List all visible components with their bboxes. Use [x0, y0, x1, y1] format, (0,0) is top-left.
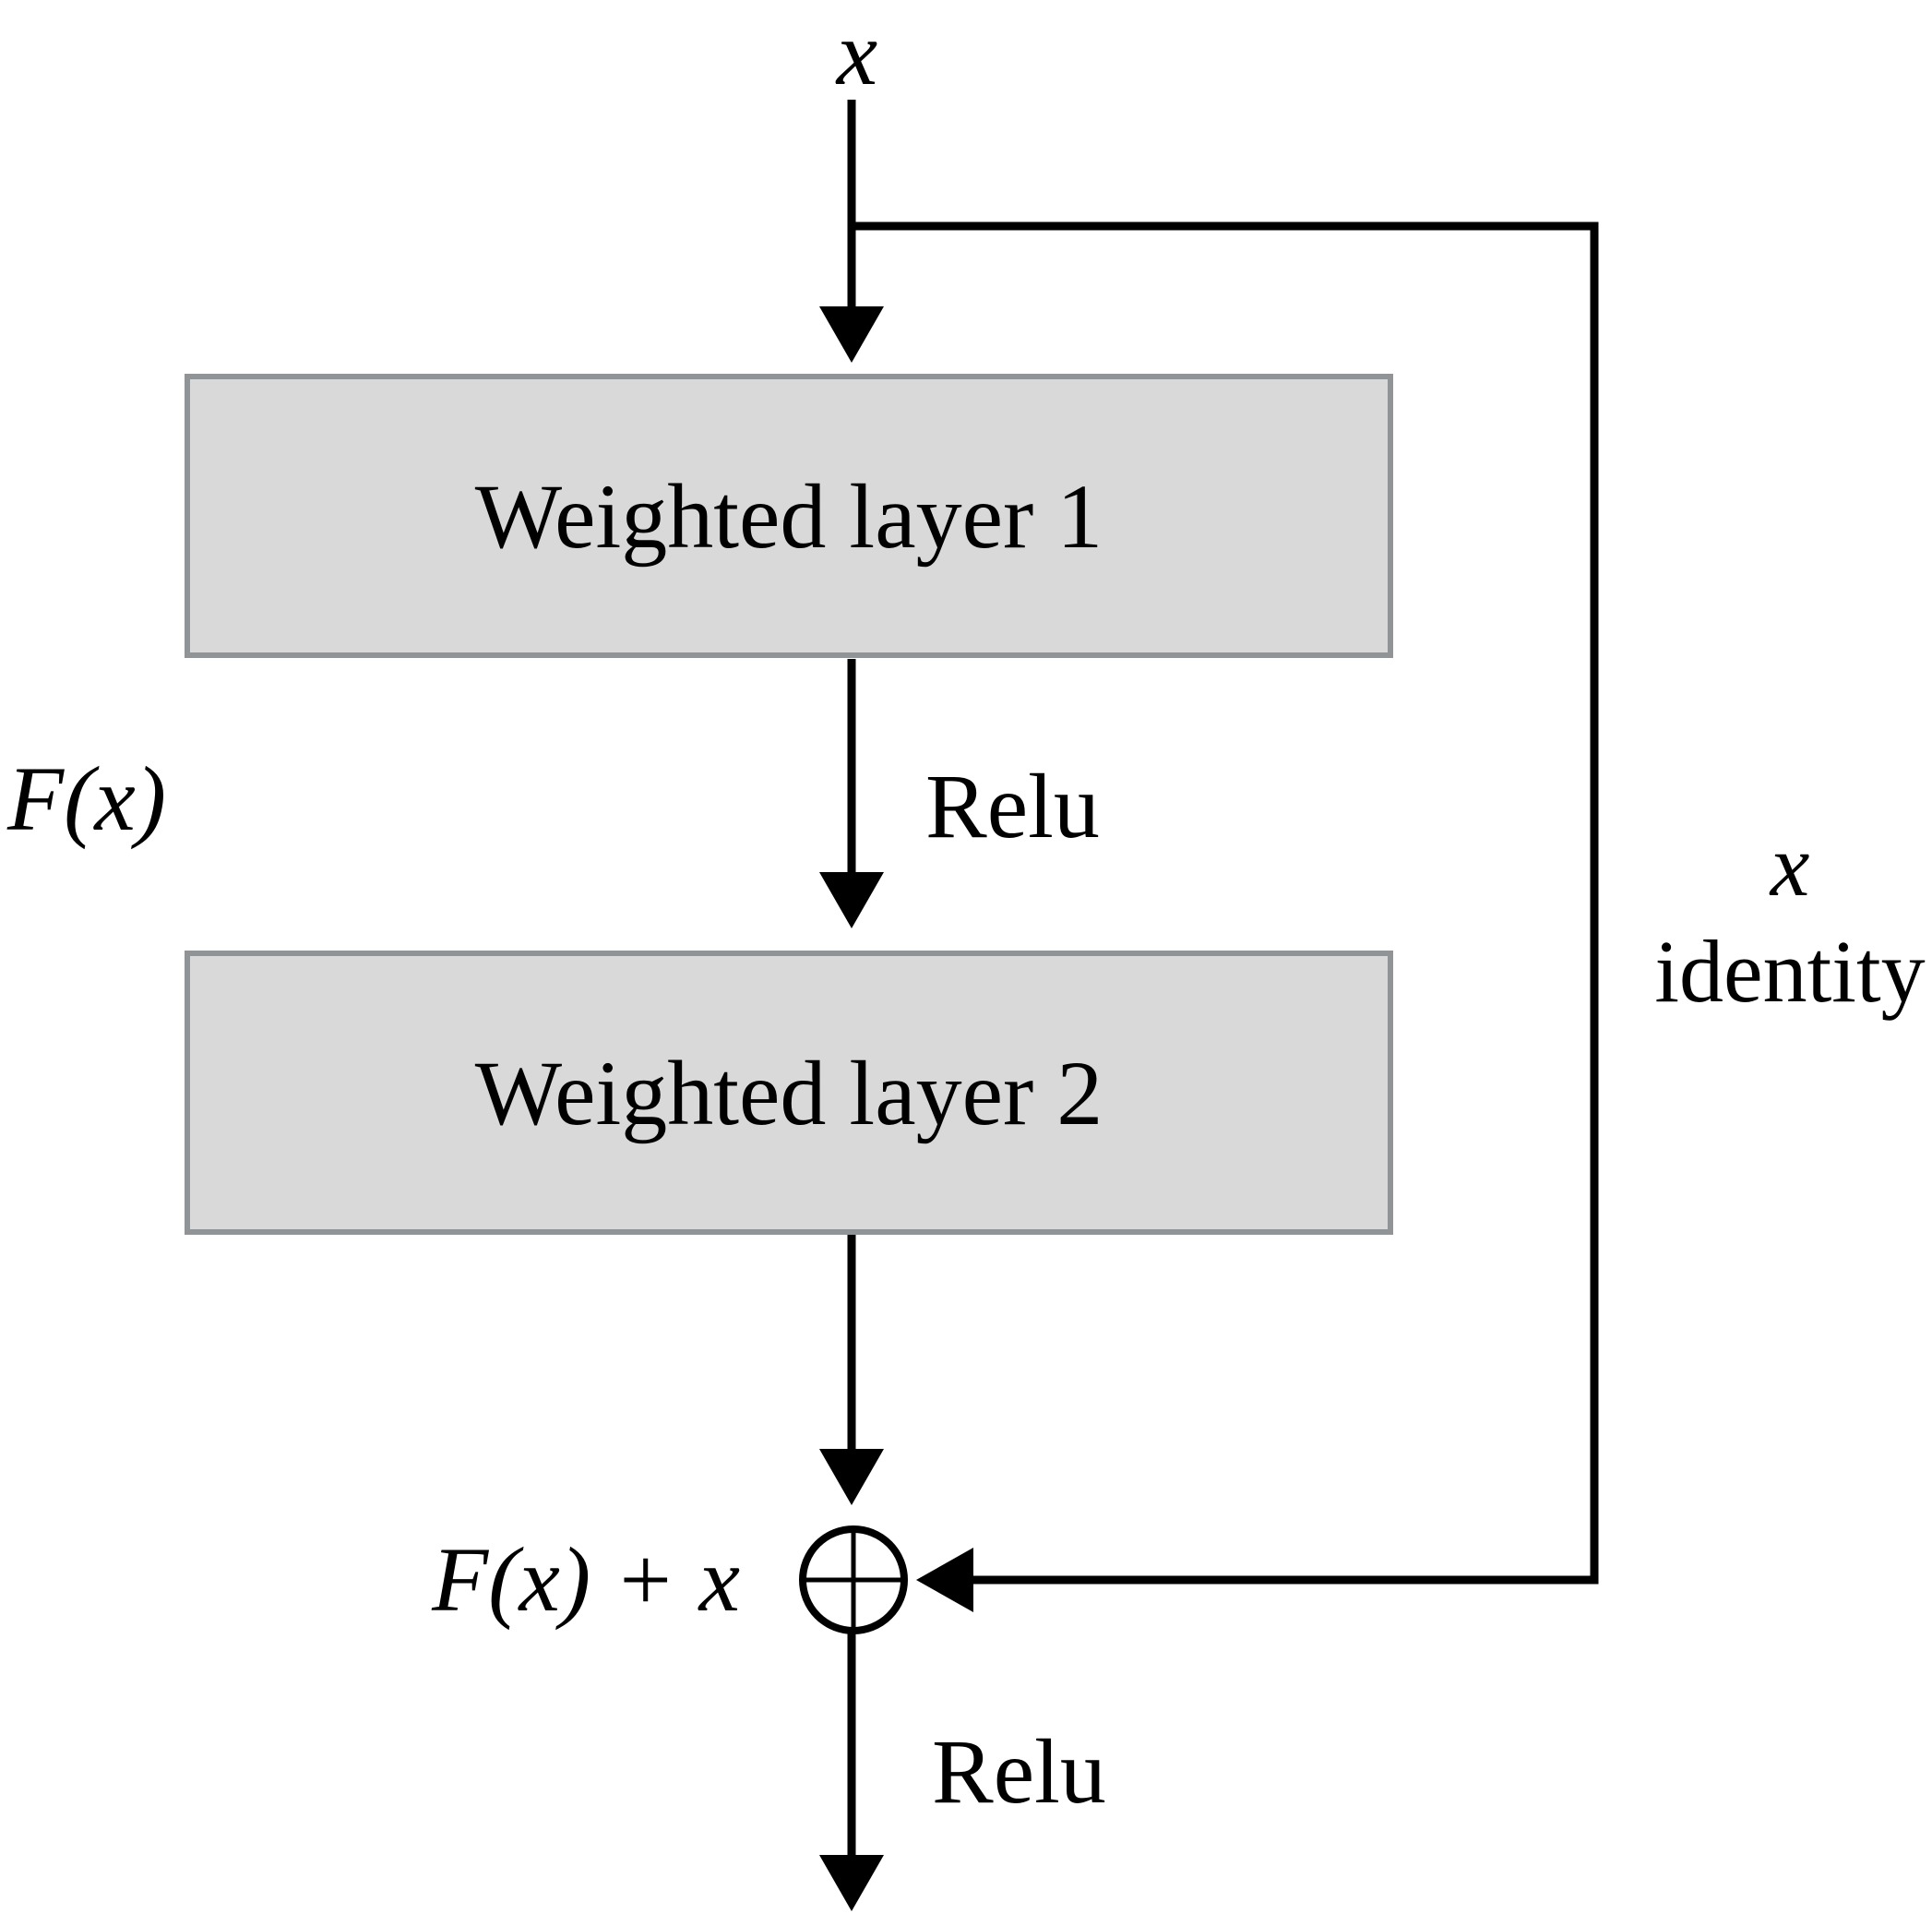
identity-word-label: identity	[1654, 922, 1926, 1021]
weighted-layer-1-label: Weighted layer 1	[474, 464, 1103, 568]
fx-label: F(x)	[7, 748, 167, 850]
fx-plus-x-label: F(x) + x	[432, 1528, 740, 1631]
layer2-output-arrowhead-icon	[819, 1449, 884, 1505]
relu-mid-label: Relu	[925, 755, 1100, 857]
identity-x-label: x	[1770, 815, 1810, 915]
output-arrowhead-icon	[819, 1855, 884, 1911]
weighted-layer-2-label: Weighted layer 2	[474, 1041, 1103, 1144]
input-arrowhead-icon	[819, 306, 884, 363]
skip-arrowhead-icon	[916, 1548, 973, 1612]
identity-label-block: x identity	[1654, 812, 1925, 1024]
weighted-layer-2-box: Weighted layer 2	[185, 951, 1393, 1235]
weighted-layer-1-box: Weighted layer 1	[185, 374, 1393, 658]
skip-connection-line	[852, 221, 1599, 1585]
input-x-label: x	[836, 2, 878, 104]
relu-mid-arrowhead-icon	[819, 872, 884, 928]
relu-out-label: Relu	[932, 1720, 1106, 1823]
